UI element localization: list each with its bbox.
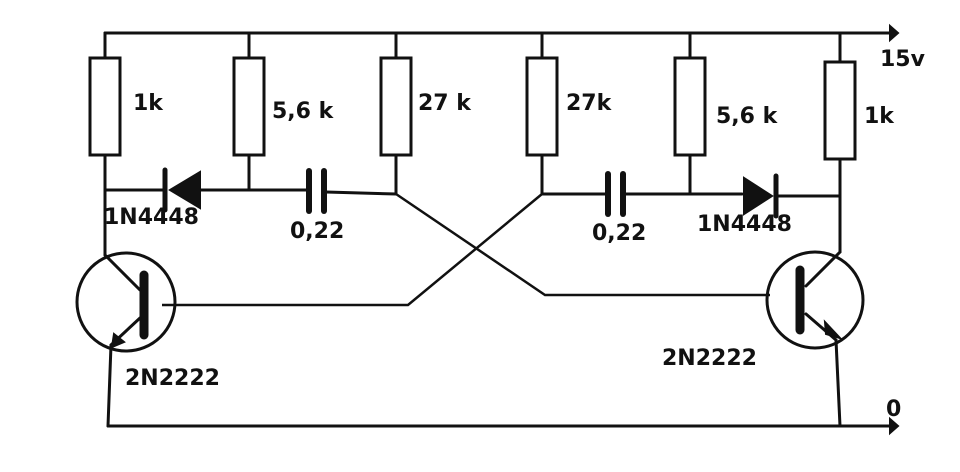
supply-rail xyxy=(103,23,900,43)
resistor-r3 xyxy=(379,31,413,196)
resistor-r4-label: 27k xyxy=(566,91,613,116)
diode-d1-label: 1N4448 xyxy=(104,205,199,230)
resistor-r6 xyxy=(823,31,857,254)
resistor-r2-label: 5,6 k xyxy=(272,99,335,124)
left-coupling-line xyxy=(103,188,398,196)
capacitor-c1 xyxy=(306,168,327,214)
right-coupling-line xyxy=(540,192,842,198)
resistor-r2 xyxy=(232,31,266,192)
capacitor-c1-label: 0,22 xyxy=(290,219,344,244)
resistor-r1-label: 1k xyxy=(133,91,164,116)
diode-d2 xyxy=(743,173,779,219)
supply-voltage-label: 15v xyxy=(880,47,926,72)
ground-label: 0 xyxy=(886,397,901,422)
capacitor-c2-label: 0,22 xyxy=(592,221,646,246)
resistor-r3-label: 27 k xyxy=(418,91,472,116)
transistor-q2 xyxy=(765,250,865,428)
resistor-r5-label: 5,6 k xyxy=(716,104,779,129)
resistor-r5 xyxy=(673,31,707,196)
transistor-q1 xyxy=(75,251,177,428)
resistor-r4 xyxy=(525,31,559,196)
transistor-q1-label: 2N2222 xyxy=(125,366,220,391)
diode-d2-label: 1N4448 xyxy=(697,212,792,237)
transistor-q2-label: 2N2222 xyxy=(662,346,757,371)
capacitor-c2 xyxy=(605,171,626,217)
diode-d1 xyxy=(162,167,201,213)
cross-coupling-wires xyxy=(162,192,770,307)
resistor-r6-label: 1k xyxy=(864,104,895,129)
ground-rail xyxy=(106,416,900,436)
resistor-r1 xyxy=(88,31,122,257)
